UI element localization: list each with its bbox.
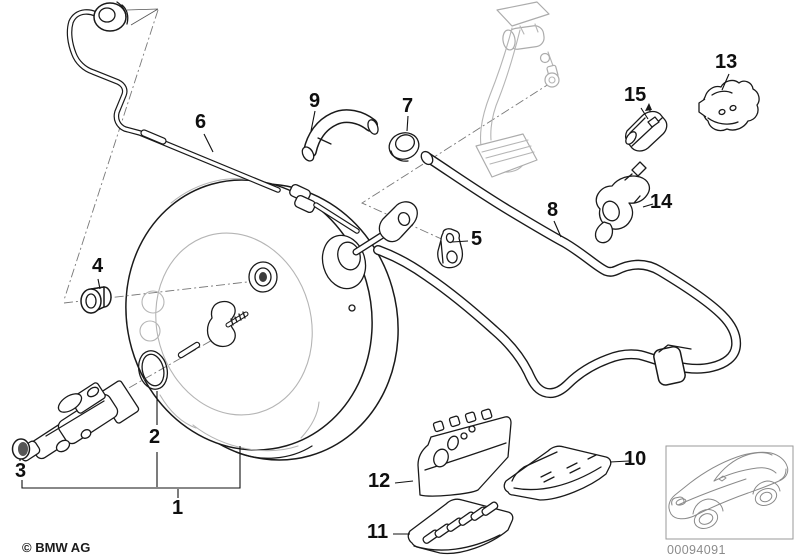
pipe-union-nut-drawing (93, 1, 129, 32)
brake-booster-drawing (125, 178, 399, 461)
cover-13-drawing (698, 79, 760, 132)
cover-panel-12-drawing (417, 408, 512, 497)
master-cylinder-drawing (17, 380, 140, 462)
part-label-9[interactable]: 9 (309, 90, 321, 112)
part-label-4[interactable]: 4 (92, 255, 104, 277)
elbow-hose-drawing (301, 109, 379, 162)
clamp-14-drawing (594, 161, 651, 244)
part-label-2[interactable]: 2 (149, 426, 161, 448)
part-label-13[interactable]: 13 (715, 51, 738, 73)
part-label-10[interactable]: 10 (624, 448, 647, 470)
vehicle-thumbnail-drawing (668, 451, 789, 529)
part-label-12[interactable]: 12 (368, 470, 391, 492)
o-ring-drawing (137, 350, 169, 390)
hose-grommet-drawing (653, 344, 692, 386)
booster-pushrod-drawing (321, 201, 418, 290)
clip-drawing (624, 103, 668, 152)
part-label-14[interactable]: 14 (650, 191, 673, 213)
vehicle-thumbnail-box (665, 445, 794, 540)
callout-bracket-line (19, 391, 241, 498)
part-label-7[interactable]: 7 (402, 95, 414, 117)
pipe-clamp-drawing (289, 184, 316, 213)
hose-clamp-drawing (388, 132, 420, 162)
pad-10-drawing (503, 445, 612, 501)
diagram-number-text: 00094091 (667, 543, 726, 557)
copyright-text: © BMW AG (22, 540, 91, 555)
part-label-8[interactable]: 8 (547, 199, 559, 221)
part-label-3[interactable]: 3 (15, 460, 27, 482)
part-label-5[interactable]: 5 (471, 228, 483, 250)
leader-lines (97, 73, 730, 535)
vacuum-hose-drawing (373, 150, 742, 399)
sealing-plug-drawing (11, 438, 31, 460)
part-label-11[interactable]: 11 (367, 521, 389, 543)
part-label-1[interactable]: 1 (172, 497, 184, 519)
booster-port-and-studs-drawing (177, 261, 278, 359)
vacuum-pipe-drawing (66, 1, 360, 234)
bracket-drawing (437, 228, 464, 269)
pedal-pad-11-drawing (407, 498, 514, 555)
grommet-drawing (80, 286, 112, 314)
pedal-assembly-drawing (475, 1, 560, 178)
part-label-6[interactable]: 6 (195, 111, 207, 133)
part-label-15[interactable]: 15 (624, 84, 647, 106)
